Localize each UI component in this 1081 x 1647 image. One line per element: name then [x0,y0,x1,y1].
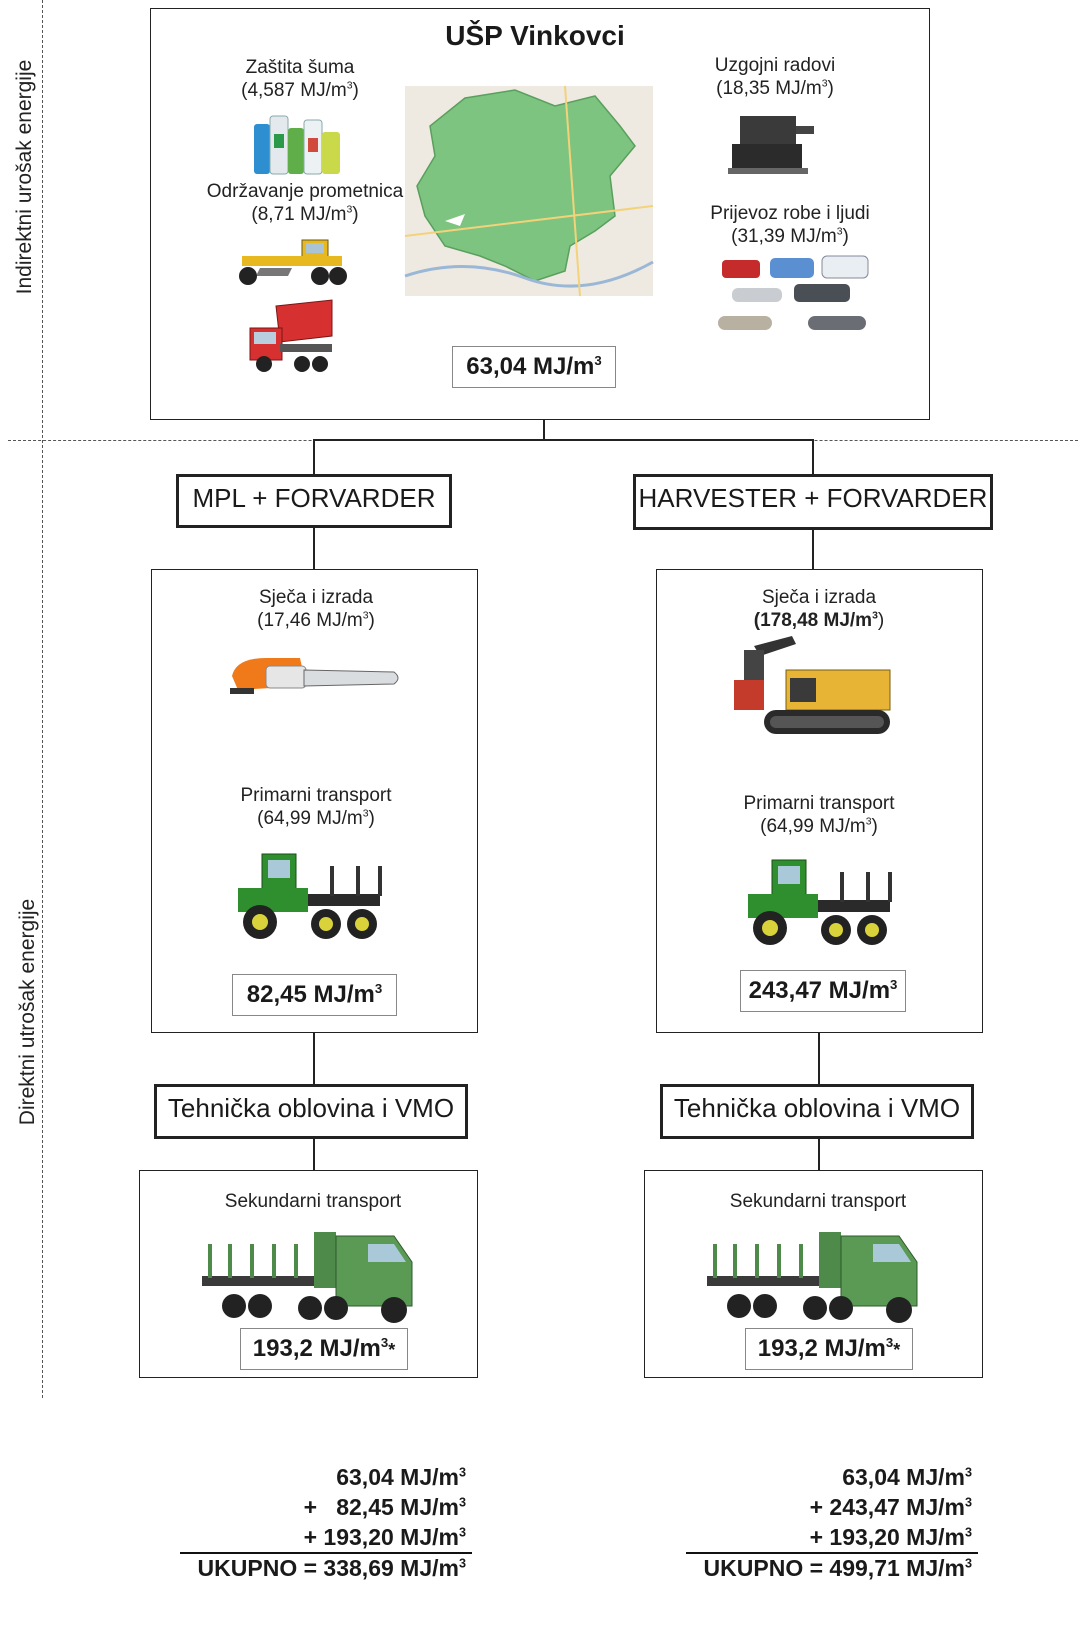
left-direct-total-box: 82,45 MJ/m3 [232,974,397,1016]
uzgojni-radovi-label: Uzgojni radovi (18,35 MJ/m3) [714,55,836,99]
right-total-row: 63,04 MJ/m3 [842,1464,972,1490]
right-total-rule [686,1552,978,1554]
page-title: UŠP Vinkovci [445,20,625,51]
odrzavanje-prometnica-label: Održavanje prometnica (8,71 MJ/m3) [206,181,404,225]
left-secondary-total-box: 193,2 MJ/m3* [240,1328,408,1370]
connector [313,439,315,475]
forwarder-image [238,853,382,939]
zastita-suma-label: Zaštita šuma (4,587 MJ/m3) [241,57,359,101]
left-grand-total: UKUPNO = 338,69 MJ/m3 [197,1555,466,1581]
left-dashed-guide [42,0,43,1398]
connector [818,1139,820,1171]
right-direct-total-box: 243,47 MJ/m3 [740,970,906,1012]
vehicles-image [718,255,869,330]
right-totals: 63,04 MJ/m3 + 243,47 MJ/m3 + 193,20 MJ/m… [686,1462,972,1552]
road-grader-image [239,239,347,285]
dump-truck-image [249,299,333,372]
connector [313,1139,315,1171]
left-direct-box [151,569,478,1033]
prijevoz-robe-label: Prijevoz robe i ljudi (31,39 MJ/m3) [710,203,870,247]
right-primarni-label: Primarni transport (64,99 MJ/m3) [743,793,895,837]
left-totals: 63,04 MJ/m3 + 82,45 MJ/m3 + 193,20 MJ/m3 [180,1462,466,1552]
forest-protection-products-image [254,115,340,175]
left-product-box: Tehnička oblovina i VMO [154,1084,468,1139]
connector [812,530,814,570]
left-sekundarni-label: Sekundarni transport [224,1191,402,1212]
right-sekundarni-label: Sekundarni transport [729,1191,907,1212]
indirect-total-box: 63,04 MJ/m3 [452,346,616,388]
left-total-row: 63,04 MJ/m3 [336,1464,466,1490]
area-map-image [404,85,654,297]
right-direct-box [656,569,983,1033]
log-truck-image [202,1232,413,1323]
left-total-rule [180,1552,472,1554]
stage-mpl-forvarder: MPL + FORVARDER [176,474,452,528]
right-secondary-total-box: 193,2 MJ/m3* [745,1328,913,1370]
right-grand-total: UKUPNO = 499,71 MJ/m3 [703,1555,972,1581]
right-total-row: + 243,47 MJ/m3 [809,1494,972,1520]
connector [313,1033,315,1086]
indirect-energy-label: Indirektni urošak energije [13,59,36,295]
connector [313,439,814,441]
right-total-row: + 193,20 MJ/m3 [809,1524,972,1550]
mulcher-image [728,116,814,174]
connector [543,420,545,440]
log-truck-image [707,1232,918,1323]
connector [812,439,814,475]
connector [818,1033,820,1086]
left-primarni-label: Primarni transport (64,99 MJ/m3) [240,785,392,829]
left-total-row: + 82,45 MJ/m3 [303,1494,466,1520]
connector [313,528,315,570]
right-sjeca-label: Sječa i izrada (178,48 MJ/m3) [753,587,885,631]
right-product-box: Tehnička oblovina i VMO [660,1084,974,1139]
stage-harvester-forvarder: HARVESTER + FORVARDER [633,474,993,530]
direct-energy-label: Direktni utrošak energije [16,898,39,1126]
left-sjeca-label: Sječa i izrada (17,46 MJ/m3) [257,587,375,631]
chainsaw-image [230,658,399,694]
harvester-image [734,636,891,734]
left-total-row: + 193,20 MJ/m3 [303,1524,466,1550]
forwarder-image [748,859,892,945]
